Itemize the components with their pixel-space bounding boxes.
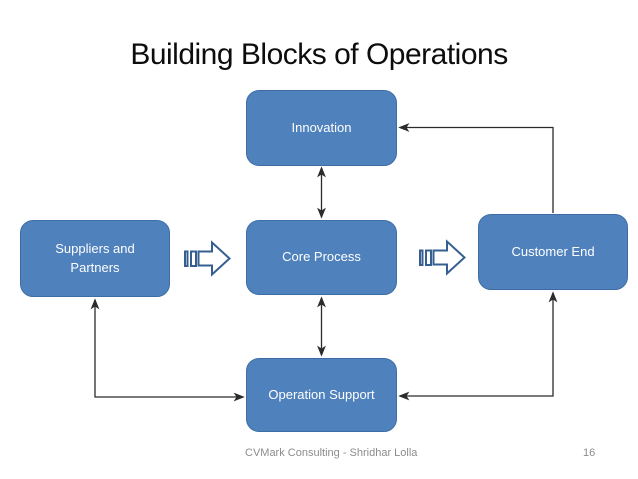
connector-customer-innovation — [398, 123, 554, 213]
node-suppliers-label-line1: Suppliers and — [55, 240, 135, 256]
slide-title: Building Blocks of Operations — [130, 38, 508, 71]
node-operation-support: Operation Support — [246, 358, 397, 432]
node-customer-label: Customer End — [511, 243, 595, 259]
node-core-process: Core Process — [246, 220, 397, 295]
striped-right-arrow-icon-left — [184, 240, 231, 277]
footer-credit: CVMark Consulting - Shridhar Lolla — [245, 447, 418, 459]
striped-right-arrow-icon-right — [419, 239, 466, 276]
connector-support-suppliers — [90, 298, 245, 402]
node-innovation-label: Innovation — [291, 119, 352, 135]
node-customer-end: Customer End — [478, 214, 628, 290]
node-suppliers-label-line2: Partners — [70, 259, 120, 275]
node-core-label: Core Process — [282, 249, 361, 265]
node-support-label: Operation Support — [268, 386, 375, 402]
connector-support-customer — [398, 291, 558, 401]
node-innovation: Innovation — [246, 90, 397, 166]
node-suppliers-partners: Suppliers and Partners — [20, 220, 170, 297]
page-number: 16 — [583, 447, 596, 459]
